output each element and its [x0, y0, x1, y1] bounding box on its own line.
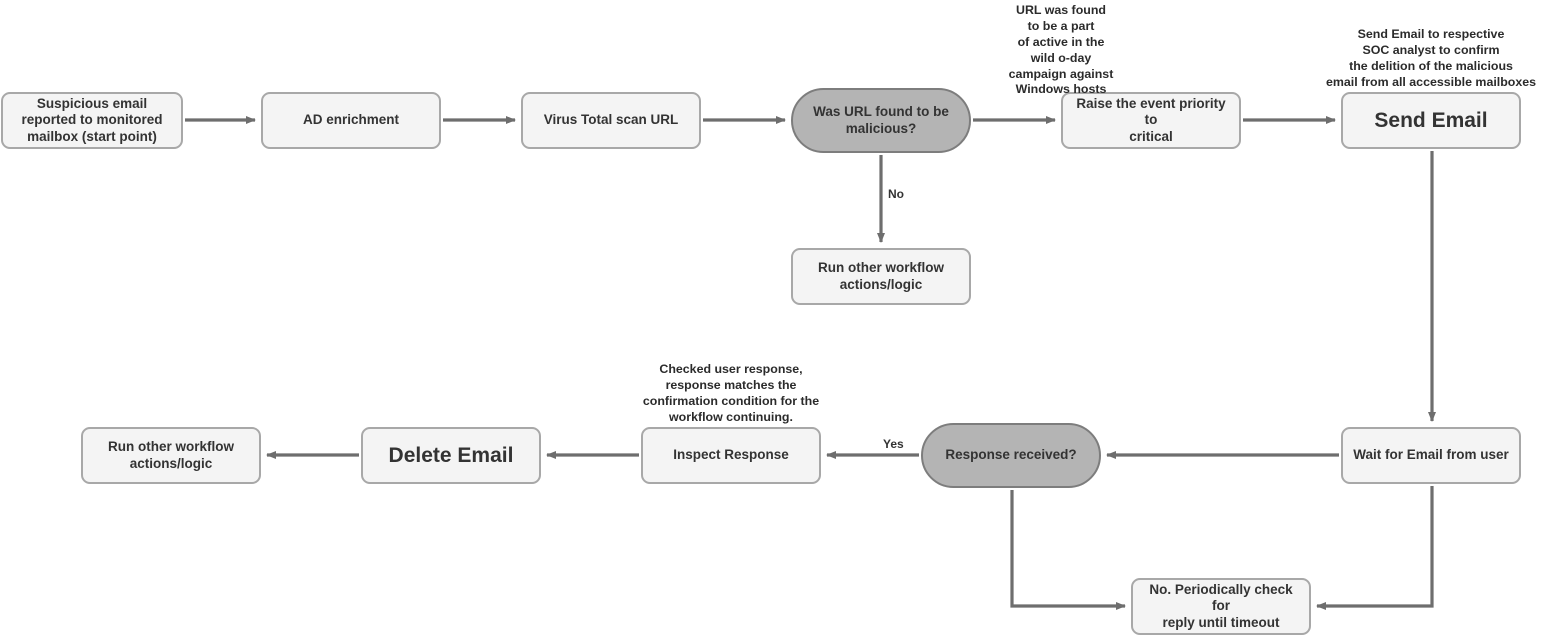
node-wait-for-email[interactable]: Wait for Email from user: [1341, 427, 1521, 484]
node-inspect-response[interactable]: Inspect Response: [641, 427, 821, 484]
edge-wait-to-periodic: [1316, 486, 1434, 610]
node-delete-email[interactable]: Delete Email: [361, 427, 541, 484]
annotation-zero-day-campaign: URL was found to be a part of active in …: [1008, 3, 1114, 97]
node-send-email[interactable]: Send Email: [1341, 92, 1521, 149]
node-run-other-workflow-bottom[interactable]: Run other workflow actions/logic: [81, 427, 261, 484]
node-periodic-check[interactable]: No. Periodically check for reply until t…: [1131, 578, 1311, 635]
edge-label-no-top: No: [886, 187, 906, 201]
edge-response-no-to-periodic: [1010, 490, 1126, 610]
annotation-checked-user-response: Checked user response, response matches …: [642, 362, 820, 424]
node-response-received-decision[interactable]: Response received?: [921, 423, 1101, 488]
annotation-soc-confirmation: Send Email to respective SOC analyst to …: [1325, 27, 1537, 89]
edge-label-yes-bottom: Yes: [881, 437, 906, 451]
node-virus-total-scan[interactable]: Virus Total scan URL: [521, 92, 701, 149]
node-ad-enrichment[interactable]: AD enrichment: [261, 92, 441, 149]
node-raise-priority[interactable]: Raise the event priority to critical: [1061, 92, 1241, 149]
node-run-other-workflow-top[interactable]: Run other workflow actions/logic: [791, 248, 971, 305]
node-url-malicious-decision[interactable]: Was URL found to be malicious?: [791, 88, 971, 153]
node-start[interactable]: Suspicious email reported to monitored m…: [1, 92, 183, 149]
